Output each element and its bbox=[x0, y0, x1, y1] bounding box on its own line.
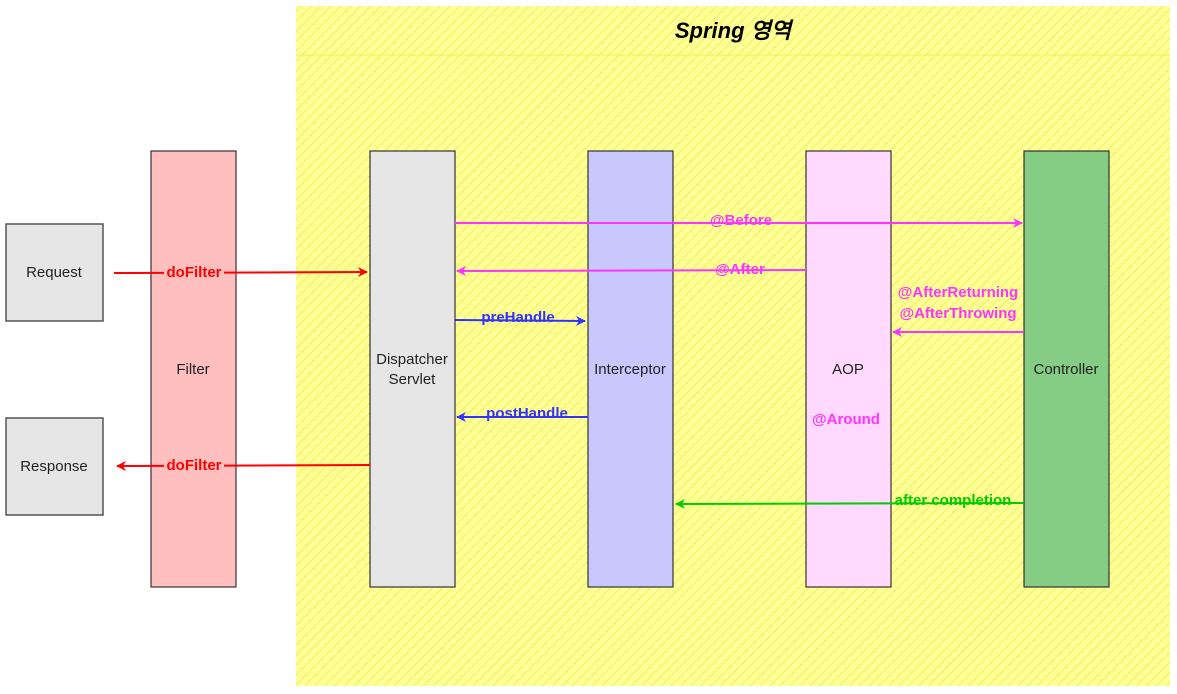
request-label: Request bbox=[26, 264, 83, 281]
prehandle-arrow bbox=[454, 315, 586, 326]
after-completion-arrow bbox=[675, 498, 1025, 509]
request-box[interactable] bbox=[5, 223, 104, 322]
dofilter-in-label-bg bbox=[164, 263, 224, 281]
dispatcher-servlet-box[interactable] bbox=[369, 150, 456, 588]
after-throwing-label: @AfterThrowing bbox=[899, 305, 1016, 322]
interceptor-label: Interceptor bbox=[594, 361, 666, 378]
dispatcher-label-line1: Dispatcher bbox=[376, 351, 448, 368]
response-box[interactable] bbox=[5, 417, 104, 516]
aop-label: AOP bbox=[832, 361, 864, 378]
before-label: @Before bbox=[710, 212, 772, 229]
controller-box[interactable] bbox=[1023, 150, 1110, 588]
dofilter-in-label: doFilter bbox=[167, 264, 222, 281]
dofilter-out-label: doFilter bbox=[167, 457, 222, 474]
after-arrow bbox=[456, 265, 807, 276]
response-label: Response bbox=[20, 458, 88, 475]
controller-label: Controller bbox=[1033, 361, 1098, 378]
filter-label: Filter bbox=[176, 361, 209, 378]
posthandle-label: postHandle bbox=[486, 405, 568, 422]
after-label: @After bbox=[715, 261, 765, 278]
dispatcher-label-line2: Servlet bbox=[389, 371, 437, 388]
dofilter-out-label-bg bbox=[164, 456, 224, 474]
dofilter-in-arrow bbox=[113, 267, 368, 278]
aop-around-label: @Around bbox=[812, 411, 880, 428]
filter-box[interactable] bbox=[150, 150, 237, 588]
spring-region-title: Spring 영역 bbox=[675, 18, 794, 43]
dofilter-out-arrow bbox=[116, 460, 371, 471]
after-completion-label: after completion bbox=[895, 492, 1012, 509]
after-returning-label: @AfterReturning bbox=[898, 284, 1018, 301]
prehandle-label: preHandle bbox=[481, 309, 554, 326]
